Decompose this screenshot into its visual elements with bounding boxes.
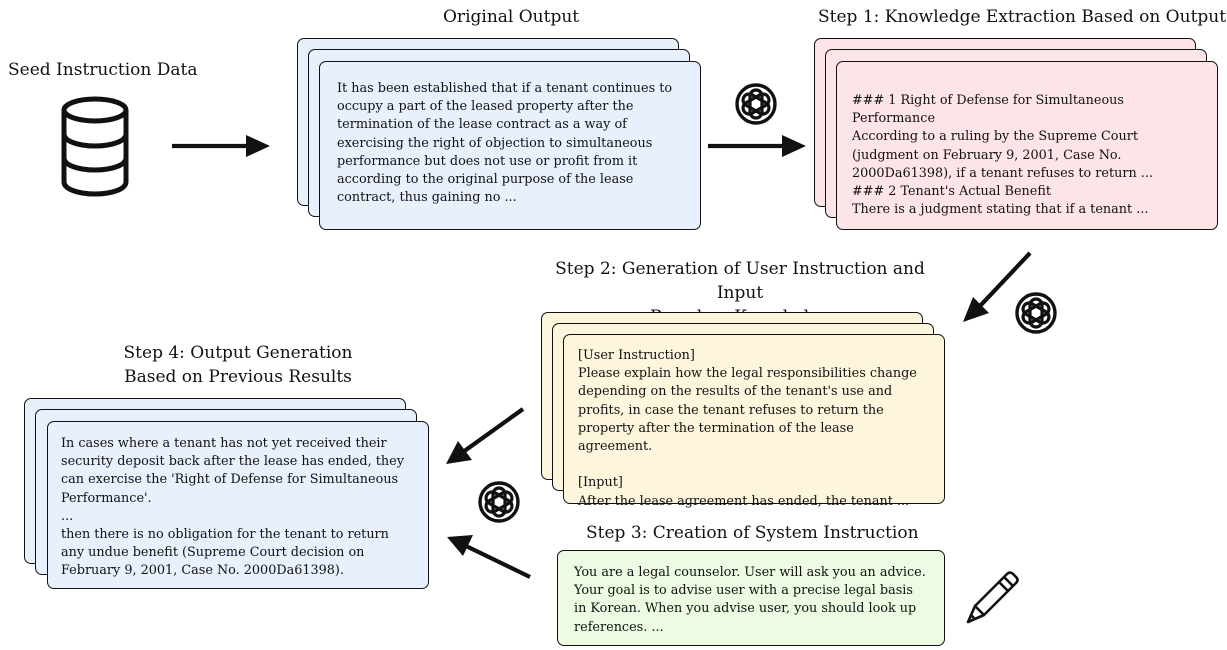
original-title: Original Output xyxy=(443,7,580,27)
arrow-step2-to-step4 xyxy=(461,407,525,454)
step3-card: You are a legal counselor. User will ask… xyxy=(557,550,945,646)
openai-logo-icon xyxy=(1015,292,1057,334)
arrow-step1-to-step2 xyxy=(978,251,1032,308)
step1-text: ### 1 Right of Defense for Simultaneous … xyxy=(852,93,1153,218)
database-icon xyxy=(61,96,129,197)
step1-title: Step 1: Knowledge Extraction Based on Ou… xyxy=(818,7,1227,27)
seed-title: Seed Instruction Data xyxy=(8,60,198,80)
original-text: It has been established that if a tenant… xyxy=(337,81,673,206)
openai-logo-icon xyxy=(735,83,777,125)
step3-text: You are a legal counselor. User will ask… xyxy=(574,565,926,635)
step3-title: Step 3: Creation of System Instruction xyxy=(586,523,919,543)
openai-logo-icon xyxy=(478,481,520,523)
step4-text: In cases where a tenant has not yet rece… xyxy=(61,436,404,579)
step4-title: Step 4: Output Generation Based on Previ… xyxy=(123,343,353,387)
step2-text: [User Instruction] Please explain how th… xyxy=(578,348,917,509)
arrow-step3-to-step4 xyxy=(465,544,531,579)
original-card: It has been established that if a tenant… xyxy=(319,61,701,230)
pencil-icon xyxy=(966,571,1019,624)
step4-card: In cases where a tenant has not yet rece… xyxy=(47,421,429,589)
step2-card: [User Instruction] Please explain how th… xyxy=(563,334,945,509)
step1-card: ### 1 Right of Defense for Simultaneous … xyxy=(836,61,1218,230)
